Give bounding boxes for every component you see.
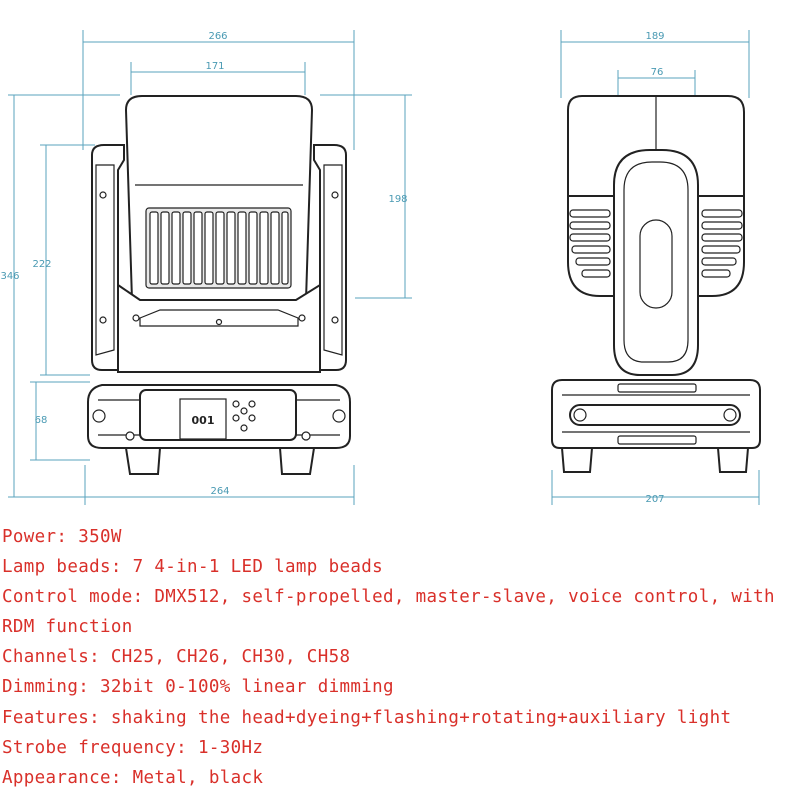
spec-power: Power: 350W bbox=[2, 527, 122, 547]
spec-channels: Channels: CH25, CH26, CH30, CH58 bbox=[2, 647, 351, 668]
dim-side-arm-width: 76 bbox=[651, 67, 664, 78]
side-foot-right bbox=[716, 447, 750, 473]
foot-right bbox=[278, 447, 316, 475]
side-handle bbox=[569, 404, 741, 426]
spec-lamp-beads: Lamp beads: 7 4-in-1 LED lamp beads bbox=[2, 557, 384, 578]
yoke-base bbox=[117, 283, 321, 373]
dim-side-base-width: 207 bbox=[645, 494, 664, 505]
dim-front-head-height: 222 bbox=[32, 259, 51, 270]
display-value: 001 bbox=[192, 414, 215, 427]
spec-dimming: Dimming: 32bit 0-100% linear dimming bbox=[2, 677, 394, 698]
dim-front-base-height: 68 bbox=[35, 415, 48, 426]
led-display bbox=[179, 398, 227, 440]
arm-slot bbox=[639, 219, 673, 309]
spec-appearance: Appearance: Metal, black bbox=[2, 767, 264, 788]
dim-side-total-width: 189 bbox=[645, 31, 664, 42]
front-view: 266 171 346 222 198 68 264 bbox=[0, 30, 412, 505]
dim-front-head-width: 171 bbox=[205, 61, 224, 72]
spec-control-mode: Control mode: DMX512, self-propelled, ma… bbox=[2, 587, 775, 638]
dim-front-total-width: 266 bbox=[208, 31, 227, 42]
side-view: 189 76 207 bbox=[551, 30, 761, 505]
panel-button[interactable] bbox=[248, 414, 256, 422]
panel-button[interactable] bbox=[240, 407, 248, 415]
spec-list: Power: 350W Lamp beads: 7 4-in-1 LED lam… bbox=[2, 522, 798, 793]
foot-left bbox=[124, 447, 162, 475]
dim-front-total-height: 346 bbox=[0, 271, 19, 282]
technical-drawing: 266 171 346 222 198 68 264 bbox=[0, 30, 761, 505]
panel-button[interactable] bbox=[240, 424, 248, 432]
dim-front-yoke-height: 198 bbox=[388, 194, 407, 205]
dim-front-base-width: 264 bbox=[210, 486, 229, 497]
panel-button[interactable] bbox=[232, 400, 240, 408]
panel-button[interactable] bbox=[248, 400, 256, 408]
spec-features: Features: shaking the head+dyeing+flashi… bbox=[2, 707, 732, 728]
panel-button[interactable] bbox=[232, 414, 240, 422]
side-foot-left bbox=[560, 447, 594, 473]
spec-strobe-frequency: Strobe frequency: 1-30Hz bbox=[2, 737, 264, 758]
side-fins bbox=[569, 209, 743, 278]
heat-sink-fins bbox=[149, 211, 289, 285]
